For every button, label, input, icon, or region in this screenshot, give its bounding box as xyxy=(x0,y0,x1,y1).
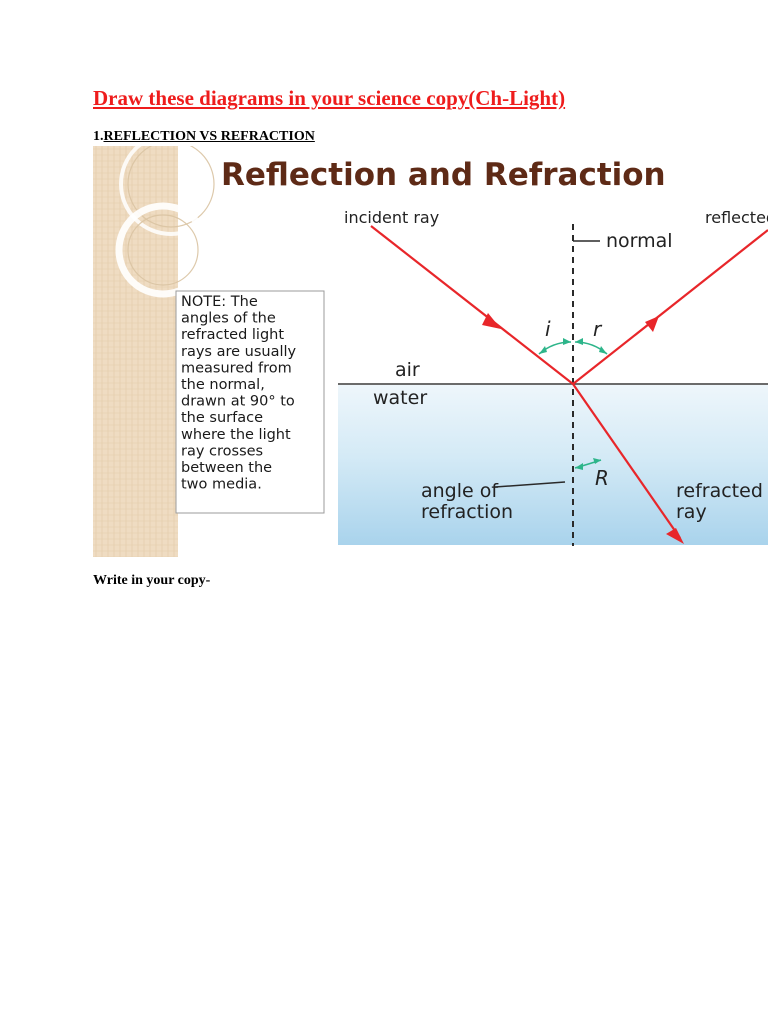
water-area xyxy=(338,385,768,545)
note-line: refracted light xyxy=(181,327,284,343)
air-label: air xyxy=(395,359,420,381)
page-title: Draw these diagrams in your science copy… xyxy=(93,86,566,110)
note-line: angles of the xyxy=(181,311,276,327)
angle-i-arc xyxy=(538,338,572,355)
angle-R-label: R xyxy=(595,466,609,490)
figure-title: Reflection and Refraction xyxy=(221,157,666,193)
note-line: between the xyxy=(181,460,272,476)
angle-r-arc xyxy=(574,338,608,355)
refracted-ray xyxy=(572,383,684,544)
angle-of-refraction-label-line1: angle of xyxy=(421,480,499,502)
section-heading: 1.REFLECTION VS REFRACTION xyxy=(93,129,315,145)
note-line: where the light xyxy=(181,427,291,443)
refracted-ray-label-line2: ray xyxy=(676,501,707,523)
angle-R-arc xyxy=(574,458,602,470)
note-line: measured from xyxy=(181,360,292,376)
reflected-ray xyxy=(572,229,768,385)
note-line: ray crosses xyxy=(181,443,263,459)
incident-ray xyxy=(370,225,574,385)
note-line: rays are usually xyxy=(181,344,297,360)
angle-r-label: r xyxy=(593,317,603,341)
note-line: drawn at 90° to xyxy=(181,394,295,410)
angle-of-refraction-leader xyxy=(494,481,566,488)
refracted-ray-label-line1: refracted xyxy=(676,480,763,502)
reflected-ray-label: reflected ray xyxy=(705,208,768,227)
incident-ray-label: incident ray xyxy=(344,208,439,227)
instruction-text: Write in your copy- xyxy=(93,573,211,588)
normal-label: normal xyxy=(606,230,673,252)
section-number: 1. xyxy=(93,129,104,144)
note-line: two media. xyxy=(181,477,262,493)
note-line: NOTE: The xyxy=(181,294,258,310)
angle-i-label: i xyxy=(545,317,551,341)
water-label: water xyxy=(373,387,427,409)
note-line: the normal, xyxy=(181,377,265,393)
sidebar-decoration xyxy=(93,146,223,557)
section-label: REFLECTION VS REFRACTION xyxy=(103,129,315,144)
note-line: the surface xyxy=(181,410,263,426)
angle-of-refraction-label-line2: refraction xyxy=(421,501,513,523)
